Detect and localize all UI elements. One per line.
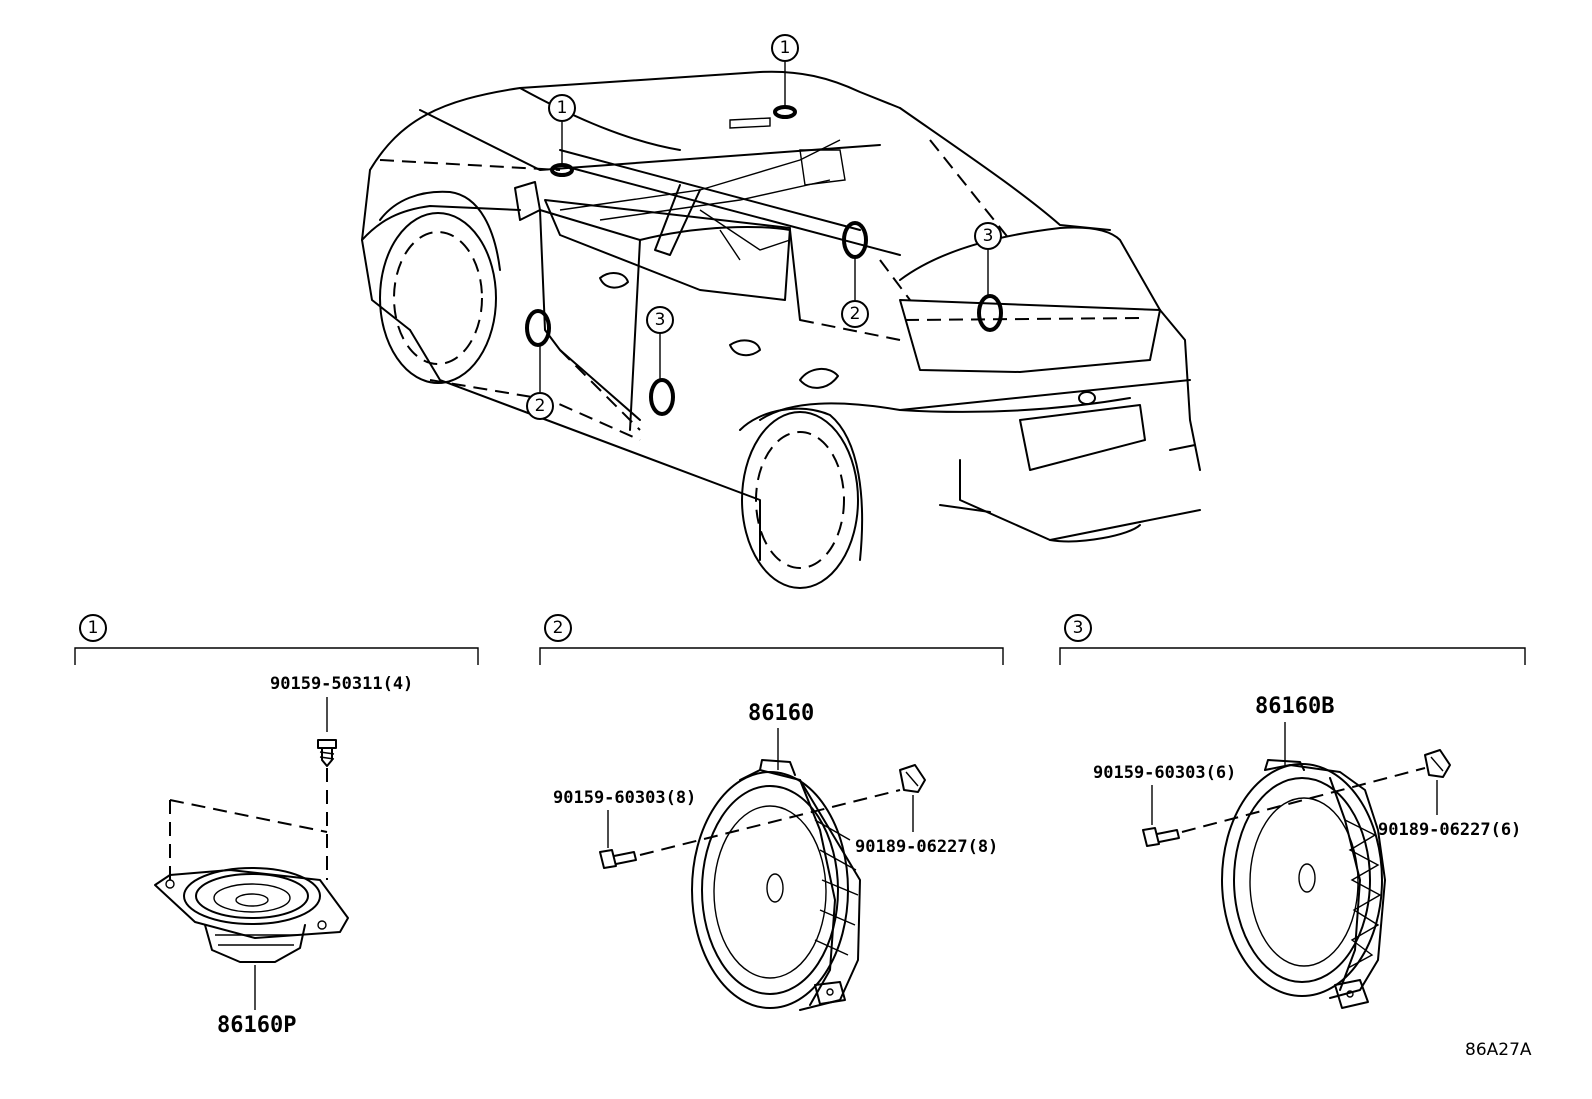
group-1-number-circle	[79, 614, 107, 642]
part-90159-60303-6: 90159-60303(6)	[1093, 763, 1236, 783]
diagram-code: 86A27A	[1465, 1040, 1532, 1060]
group-3-number-circle	[1064, 614, 1092, 642]
group-2: 2 86160 90159-60303(8) 90189-06227(8)	[539, 614, 1004, 1011]
group-3: 3 86160B 90159-60303(6) 90189-06227(6)	[1059, 614, 1526, 1009]
tweeter-speaker-icon	[154, 867, 349, 963]
group-3-number: 3	[1073, 618, 1084, 638]
callout-1-rear-top: 1	[771, 34, 799, 62]
group-2-number: 2	[553, 618, 564, 638]
group-2-bracket	[539, 647, 1004, 665]
svg-text:3: 3	[983, 226, 994, 246]
part-90189-06227-6: 90189-06227(6)	[1378, 820, 1521, 840]
part-86160B: 86160B	[1255, 694, 1334, 719]
vehicle-illustration	[361, 62, 1201, 589]
svg-text:2: 2	[850, 304, 861, 324]
rear-door-speaker-icon	[1221, 759, 1386, 1009]
group-1: 1 90159-50311(4) 86160P	[74, 614, 479, 1038]
part-90159-50311: 90159-50311(4)	[270, 674, 413, 694]
callout-3-rear-door: 3	[646, 306, 674, 334]
screw-icon	[599, 849, 637, 869]
screw-icon	[1142, 827, 1180, 847]
screw-icon	[317, 739, 337, 767]
part-90159-60303-8: 90159-60303(8)	[553, 788, 696, 808]
part-86160P: 86160P	[217, 1013, 296, 1038]
callout-2-front-door: 2	[526, 392, 554, 420]
svg-text:1: 1	[557, 98, 568, 118]
group-1-number: 1	[88, 618, 99, 638]
callout-1-front-top: 1	[548, 94, 576, 122]
svg-text:2: 2	[535, 396, 546, 416]
part-90189-06227-8: 90189-06227(8)	[855, 837, 998, 857]
svg-text:1: 1	[780, 38, 791, 58]
part-86160: 86160	[748, 701, 814, 726]
clip-nut-icon	[1424, 749, 1451, 778]
group-3-bracket	[1059, 647, 1526, 665]
group-2-number-circle	[544, 614, 572, 642]
group-1-bracket	[74, 647, 479, 665]
clip-nut-icon	[899, 764, 926, 793]
svg-text:3: 3	[655, 310, 666, 330]
callout-3-far-rear-door: 3	[974, 222, 1002, 250]
callout-2-far-door: 2	[841, 300, 869, 328]
door-speaker-icon	[691, 759, 861, 1011]
